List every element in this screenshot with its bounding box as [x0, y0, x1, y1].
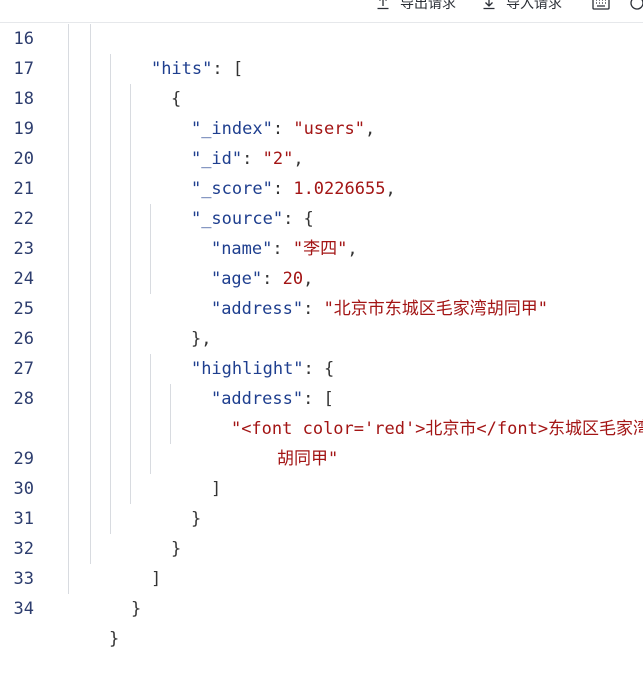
keyboard-icon — [592, 0, 610, 10]
editor-toolbar: 导出请求 导入请求 — [0, 0, 643, 23]
json-punct: , — [293, 149, 304, 169]
json-key: "_id" — [190, 149, 243, 169]
json-punct: : — [242, 149, 263, 169]
upload-icon — [377, 0, 389, 10]
code-line: "<font color='red'>北京市</font>东城区毛家湾 — [190, 384, 643, 474]
line-number: 33 — [13, 569, 34, 589]
line-number: 29 — [13, 449, 34, 469]
indent-guide — [110, 54, 111, 534]
json-punct: : { — [303, 359, 335, 379]
line-number: 25 — [13, 299, 34, 319]
download-icon — [483, 0, 495, 10]
json-key: "address" — [210, 299, 304, 319]
line-number: 23 — [13, 239, 34, 259]
indent-guide — [170, 384, 171, 444]
line-number: 17 — [13, 59, 34, 79]
json-punct: , — [364, 119, 376, 139]
indent-guide — [130, 84, 131, 504]
code-line: "name": "李四", — [170, 204, 358, 294]
json-punct: } — [130, 599, 142, 619]
json-punct: ] — [150, 569, 162, 589]
json-punct: : — [262, 269, 283, 289]
code-line: } — [90, 564, 141, 654]
line-number: 22 — [13, 209, 34, 229]
line-number: 20 — [13, 149, 34, 169]
help-button[interactable] — [630, 0, 643, 13]
json-string: 胡同甲" — [276, 449, 339, 469]
json-key: "hits" — [150, 59, 213, 79]
indent-guide — [68, 24, 69, 594]
indent-guide — [150, 354, 151, 474]
json-punct: , — [303, 269, 314, 289]
code-line: "hits": [ — [110, 24, 243, 114]
code-editor[interactable]: 16 17 18 19 20 21 22 23 24 25 26 27 28 2… — [0, 24, 643, 649]
import-request-label: 导入请求 — [506, 0, 562, 12]
json-punct: : [ — [212, 59, 244, 79]
code-line: { — [130, 54, 181, 144]
code-line: "_index": "users", — [150, 84, 375, 174]
json-key: "address" — [210, 389, 304, 409]
json-punct: : — [272, 239, 293, 259]
line-number: 19 — [13, 119, 34, 139]
code-line: } — [130, 504, 181, 594]
json-punct: : — [272, 119, 294, 139]
json-number: 20 — [282, 269, 304, 289]
code-line: "address": [ — [170, 354, 334, 444]
line-number: 21 — [13, 179, 34, 199]
json-punct: : [ — [303, 389, 334, 409]
code-line: "_id": "2", — [150, 114, 304, 204]
json-punct: , — [385, 179, 396, 199]
json-string: "<font color='red'>北京市</font>东城区毛家湾 — [230, 419, 643, 439]
code-line: "_score": 1.0226655, — [150, 144, 396, 234]
indent-guide — [90, 24, 91, 564]
line-number: 18 — [13, 89, 34, 109]
json-punct: { — [170, 89, 182, 109]
json-key: "highlight" — [190, 359, 304, 379]
json-punct: } — [170, 539, 182, 559]
indent-guide — [150, 204, 151, 294]
json-string: "users" — [293, 119, 365, 139]
json-key: "name" — [210, 239, 273, 259]
line-number: 34 — [13, 599, 34, 619]
json-string: "北京市东城区毛家湾胡同甲" — [323, 299, 549, 319]
export-request-button[interactable]: 导出请求 — [376, 0, 456, 13]
code-line: "address": "北京市东城区毛家湾胡同甲" — [170, 264, 548, 354]
code-line: } — [68, 594, 119, 684]
export-request-label: 导出请求 — [400, 0, 456, 12]
line-number: 31 — [13, 509, 34, 529]
json-punct: : { — [283, 209, 314, 229]
json-punct: : — [272, 179, 294, 199]
line-number: 30 — [13, 479, 34, 499]
code-line-wrap: 胡同甲" — [236, 414, 338, 504]
json-string: "2" — [262, 149, 294, 169]
json-key: "_index" — [190, 119, 273, 139]
line-number: 27 — [13, 359, 34, 379]
json-punct: : — [303, 299, 324, 319]
json-punct: }, — [190, 329, 212, 349]
json-string: "李四" — [292, 239, 348, 259]
code-line: "age": 20, — [170, 234, 313, 324]
code-line: "highlight": { — [150, 324, 334, 414]
json-punct: } — [108, 629, 120, 649]
import-request-button[interactable]: 导入请求 — [482, 0, 562, 13]
line-number: 16 — [13, 29, 34, 49]
line-number: 28 — [13, 389, 34, 409]
keyboard-shortcuts-button[interactable] — [592, 0, 620, 13]
json-key: "_source" — [190, 209, 284, 229]
line-number: 26 — [13, 329, 34, 349]
json-punct: , — [347, 239, 358, 259]
code-line: } — [150, 474, 201, 564]
json-key: "_score" — [190, 179, 273, 199]
json-key: "age" — [210, 269, 263, 289]
code-line: ] — [170, 444, 221, 534]
code-line: "_source": { — [150, 174, 314, 264]
code-line: }, — [150, 294, 211, 384]
json-punct: ] — [210, 479, 222, 499]
json-number: 1.0226655 — [293, 179, 386, 199]
json-punct: } — [190, 509, 202, 529]
help-icon — [630, 0, 643, 10]
code-line: ] — [110, 534, 161, 624]
line-number: 32 — [13, 539, 34, 559]
line-number: 24 — [13, 269, 34, 289]
